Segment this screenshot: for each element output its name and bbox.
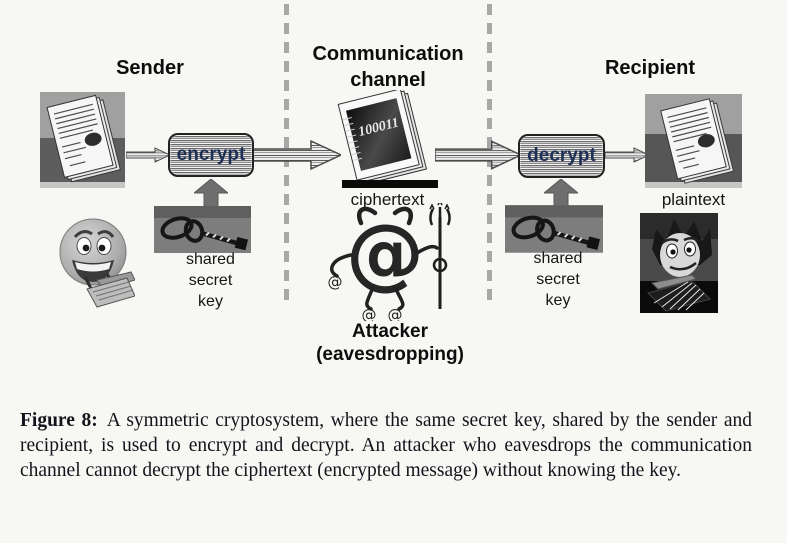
svg-text:@: @	[328, 273, 343, 291]
sender-avatar	[59, 218, 135, 308]
figure-caption: Figure 8:A symmetric cryptosystem, where…	[20, 408, 752, 483]
encrypt-label: encrypt	[176, 144, 246, 165]
attacker-label: Attacker (eavesdropping)	[316, 321, 464, 365]
plaintext-label: plaintext	[661, 190, 726, 209]
encrypt-box: encrypt	[168, 133, 254, 177]
recipient-heading: Recipient	[604, 57, 696, 79]
attacker-icon: @ @ @ @	[328, 203, 451, 321]
flow-arrow-channel-to-decrypt-icon	[435, 140, 521, 170]
svg-text:@: @	[346, 209, 424, 299]
channel-heading: Communication channel	[312, 43, 464, 91]
decrypt-box: decrypt	[518, 134, 605, 178]
shared-key-label-recipient: shared secret key	[533, 250, 583, 309]
decrypt-label: decrypt	[527, 145, 596, 166]
svg-text:@: @	[362, 306, 377, 321]
flow-arrow-encrypt-to-channel-icon	[253, 139, 341, 171]
figure-caption-text: A symmetric cryptosystem, where the same…	[20, 409, 752, 481]
key-up-arrow-recipient-icon	[544, 179, 578, 209]
shared-key-label-sender: shared secret key	[186, 251, 235, 310]
sender-heading: Sender	[116, 57, 184, 79]
recipient-document-icon	[645, 94, 742, 188]
key-up-arrow-sender-icon	[194, 179, 228, 209]
secret-key-sender-icon	[154, 206, 251, 253]
flow-arrow-plaintext-to-encrypt-icon	[126, 147, 170, 163]
recipient-avatar	[640, 213, 718, 313]
svg-text:@: @	[388, 306, 403, 321]
flow-arrow-decrypt-to-plaintext-icon	[605, 147, 649, 163]
figure-caption-label: Figure 8:	[20, 409, 98, 431]
sender-document-icon	[40, 92, 125, 188]
ciphertext-document-icon: 100011	[337, 90, 438, 188]
secret-key-recipient-icon	[505, 205, 603, 253]
ciphertext-label: ciphertext	[350, 190, 425, 209]
